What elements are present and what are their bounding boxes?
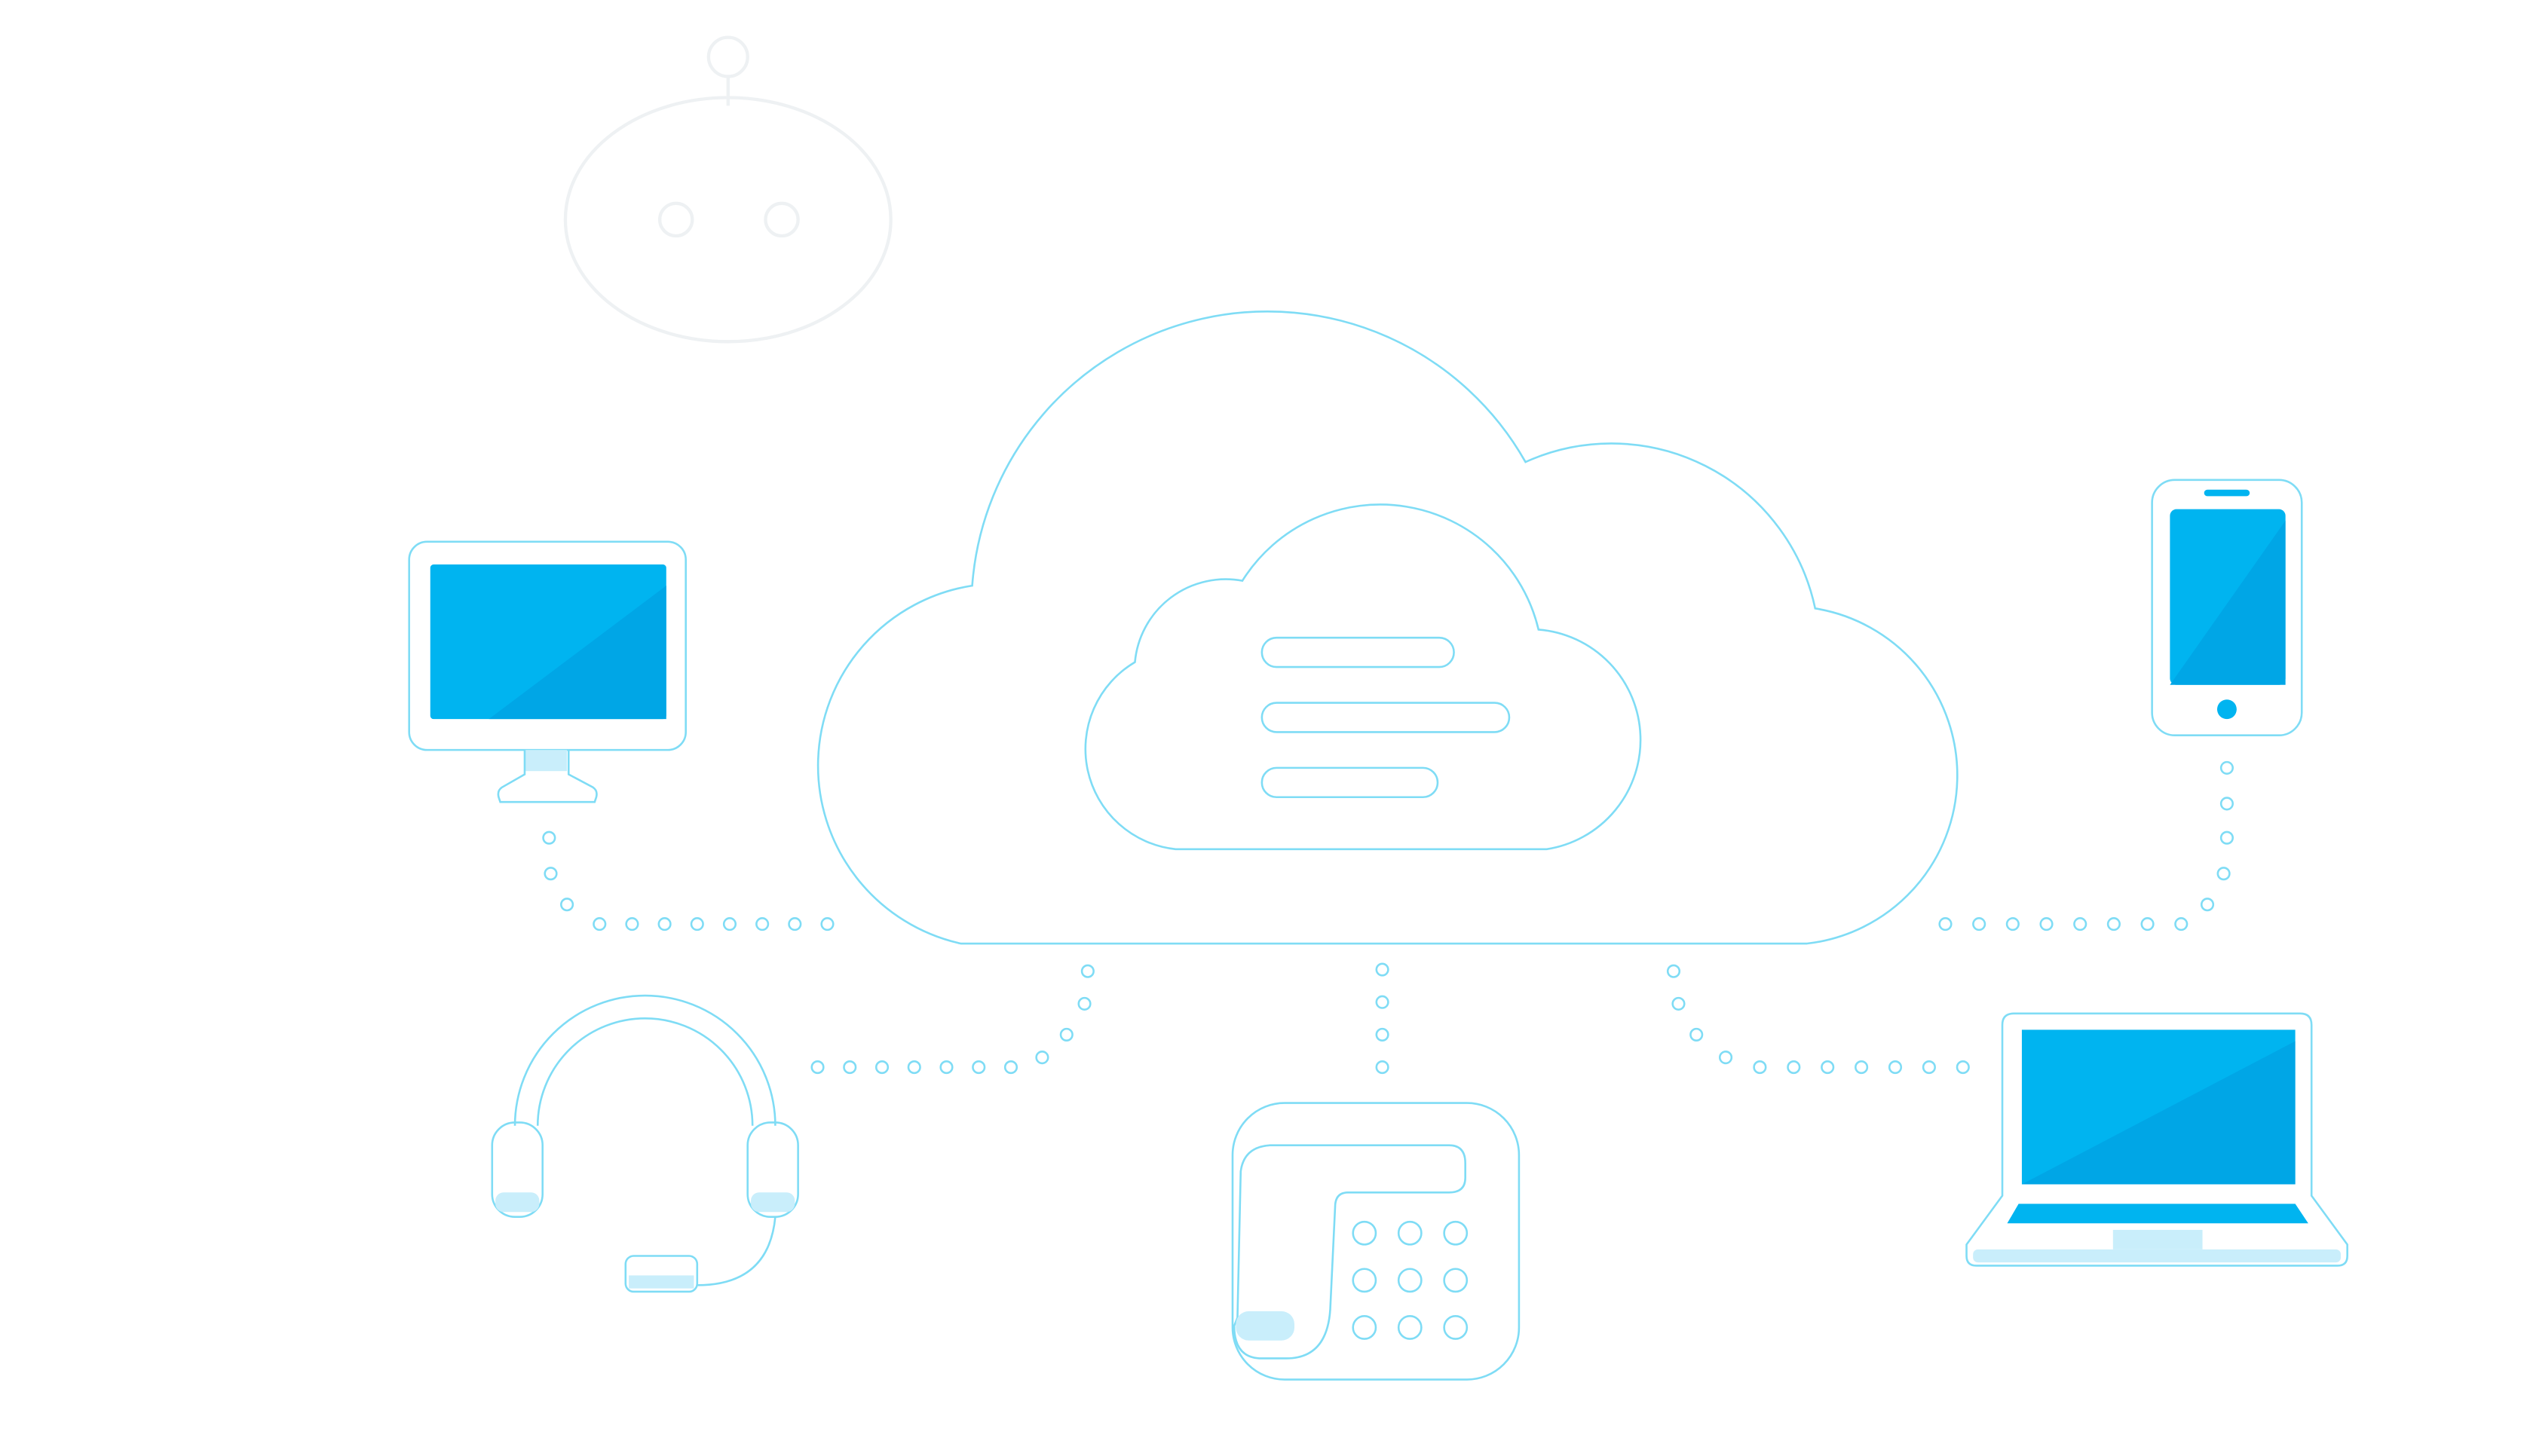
connection-dot (843, 1060, 857, 1075)
connection-dot (972, 1060, 986, 1075)
robot-icon (563, 35, 893, 344)
connection-dot (1059, 1027, 1074, 1042)
keypad-button (1397, 1315, 1423, 1340)
keypad-button (1352, 1315, 1377, 1340)
connection-dot (2219, 797, 2234, 811)
connection-dot (625, 917, 639, 931)
connection-dot (657, 917, 672, 931)
keypad-button (1397, 1220, 1423, 1246)
connection-dot (560, 898, 574, 912)
connection-dot (755, 917, 770, 931)
connection-dot (2219, 830, 2234, 845)
keypad-button (1352, 1268, 1377, 1293)
connection-dot (1821, 1060, 1835, 1075)
connection-dot (939, 1060, 954, 1075)
connection-dot (2174, 917, 2189, 931)
keypad-button (1443, 1315, 1469, 1340)
connection-dot (2200, 898, 2215, 912)
connection-dot (690, 917, 704, 931)
connection-dot (1671, 996, 1686, 1011)
monitor-icon (408, 540, 687, 803)
inner-cloud-icon (1084, 503, 1642, 851)
connection-dot (544, 867, 558, 881)
connection-dot (1375, 962, 1389, 977)
connection-dot (1375, 995, 1389, 1009)
connection-dot (1077, 996, 1092, 1011)
connection-dot (1855, 1060, 1869, 1075)
connection-dot (1888, 1060, 1903, 1075)
connection-dot (2140, 917, 2155, 931)
connection-dot (820, 917, 835, 931)
connection-dots (542, 760, 2234, 1075)
connection-dot (1922, 1060, 1936, 1075)
keypad-button (1352, 1220, 1377, 1246)
smartphone-icon (2151, 479, 2303, 737)
connection-dot (2219, 760, 2234, 775)
cloud-lines (1260, 636, 1511, 799)
connection-dot (1375, 1060, 1389, 1075)
connection-dot (874, 1060, 890, 1075)
connection-dot (1689, 1027, 1704, 1042)
connection-dot (1787, 1060, 1801, 1075)
cloud-icon (816, 310, 1959, 945)
connection-dot (1035, 1051, 1049, 1065)
connection-dot (542, 830, 556, 845)
connection-dot (1718, 1051, 1733, 1065)
connection-dot (2005, 917, 2020, 931)
connection-dot (1938, 917, 1953, 931)
laptop-icon (1965, 1012, 2348, 1267)
keypad-button (1443, 1220, 1469, 1246)
keypad-button (1443, 1268, 1469, 1293)
connection-dot (2216, 867, 2231, 881)
desk-phone-icon (1231, 1102, 1521, 1381)
headset-icon (491, 994, 799, 1293)
connection-dot (788, 917, 802, 931)
connection-dot (1375, 1027, 1389, 1042)
connection-dot (810, 1060, 825, 1075)
connection-dot (2039, 917, 2054, 931)
connection-dot (1003, 1060, 1018, 1075)
connection-dot (1080, 964, 1095, 978)
connection-dot (2106, 917, 2121, 931)
connection-dot (722, 917, 737, 931)
keypad (1352, 1220, 1469, 1340)
connection-dot (907, 1060, 921, 1075)
connection-dot (1956, 1060, 1970, 1075)
connection-dot (1972, 917, 1986, 931)
connection-dot (1666, 964, 1681, 978)
connection-dot (1753, 1060, 1767, 1075)
connection-dot (593, 917, 607, 931)
connection-dot (2073, 917, 2087, 931)
keypad-button (1397, 1268, 1423, 1293)
